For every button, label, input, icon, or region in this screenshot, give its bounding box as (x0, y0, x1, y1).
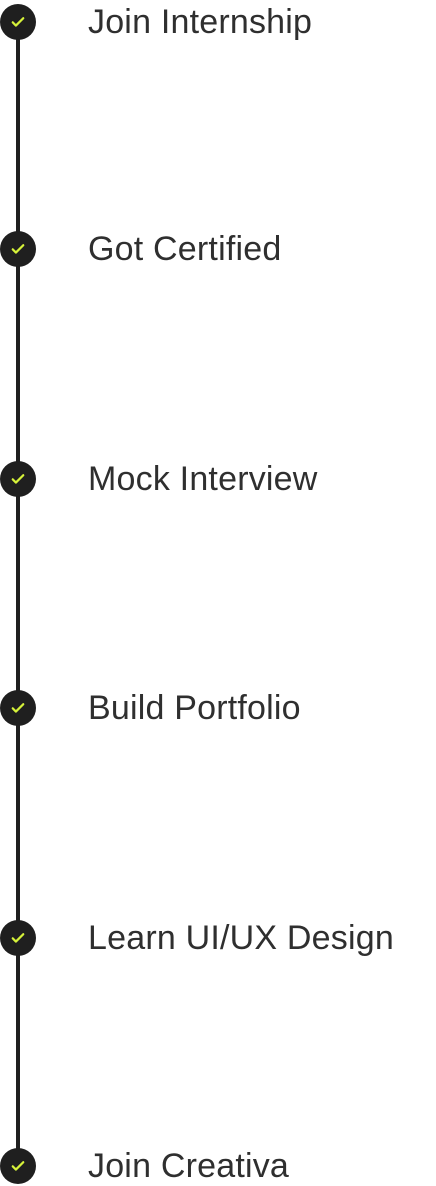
timeline-step-label: Mock Interview (88, 460, 318, 498)
timeline-step-mock-interview: Mock Interview (0, 459, 436, 499)
timeline-step-label: Join Internship (88, 3, 313, 41)
timeline-line (16, 8, 20, 1178)
timeline-step-label: Got Certified (88, 230, 282, 268)
timeline-step-got-certified: Got Certified (0, 229, 436, 269)
check-icon (0, 690, 36, 726)
check-icon (0, 1148, 36, 1184)
timeline-step-label: Join Creativa (88, 1147, 290, 1185)
check-icon (0, 920, 36, 956)
timeline-step-label: Build Portfolio (88, 689, 301, 727)
timeline-step-join-internship: Join Internship (0, 2, 436, 42)
timeline-step-build-portfolio: Build Portfolio (0, 688, 436, 728)
check-icon (0, 4, 36, 40)
check-icon (0, 231, 36, 267)
timeline-step-label: Learn UI/UX Design (88, 919, 394, 957)
check-icon (0, 461, 36, 497)
timeline-step-learn-ui-ux-design: Learn UI/UX Design (0, 918, 436, 958)
timeline-step-join-creativa: Join Creativa (0, 1146, 436, 1186)
